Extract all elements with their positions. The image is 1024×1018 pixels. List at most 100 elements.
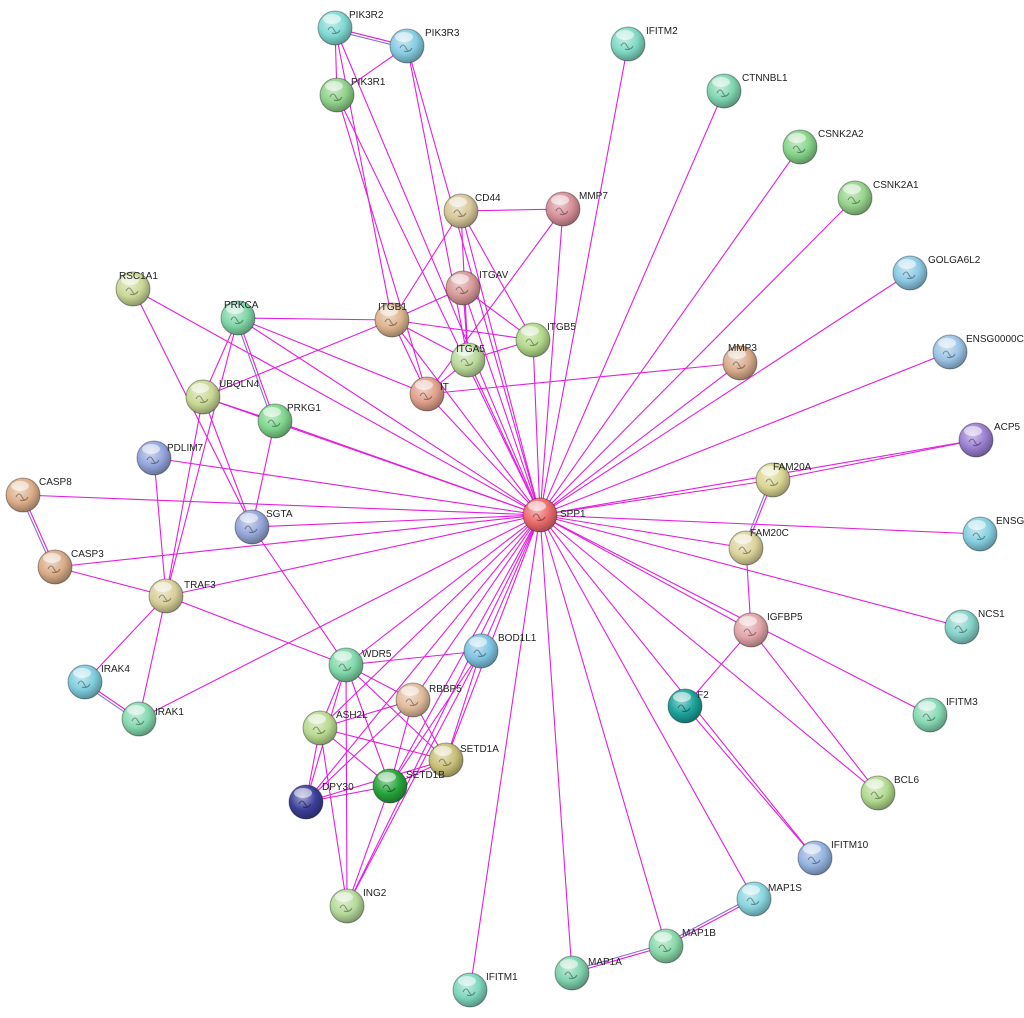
node-bod1l1[interactable]: BOD1L1 <box>463 633 537 669</box>
edge-spp1-ensg0000 <box>539 351 951 516</box>
edge-spp1-mmp7 <box>539 208 564 516</box>
node-sgta[interactable]: SGTA <box>234 509 293 545</box>
protein-structure-icon <box>438 758 452 767</box>
node-it[interactable]: IT <box>409 376 449 412</box>
node-prkca[interactable]: PRKCA <box>220 300 259 336</box>
node-outline <box>522 497 558 533</box>
node-label: FAM20C <box>750 528 789 539</box>
edge-spp1-igfbp5 <box>539 514 752 631</box>
node-outline <box>892 255 928 291</box>
edge-spp1-ifitm10 <box>539 514 816 859</box>
node-pik3r3[interactable]: PIK3R3 <box>389 28 460 64</box>
node-pik3r1[interactable]: PIK3R1 <box>319 77 386 113</box>
node-cd44[interactable]: CD44 <box>443 193 501 229</box>
node-casp8[interactable]: CASP8 <box>5 477 72 513</box>
node-prkg1[interactable]: PRKG1 <box>257 403 321 439</box>
node-highlight <box>127 705 145 715</box>
node-setd1a[interactable]: SETD1A <box>428 742 499 778</box>
node-highlight <box>654 932 672 942</box>
node-mmp7[interactable]: MMP7 <box>545 191 608 227</box>
node-ensg0000[interactable]: ENSG0000C <box>932 334 1024 370</box>
node-outline <box>782 129 818 165</box>
node-outline <box>450 342 486 378</box>
node-outline <box>932 334 968 370</box>
node-rsc1a1[interactable]: RSC1A1 <box>115 271 158 307</box>
node-outline <box>545 191 581 227</box>
node-ifitm10[interactable]: IFITM10 <box>797 840 869 876</box>
node-pik3r2[interactable]: PIK3R2 <box>317 10 384 46</box>
node-setd1b[interactable]: SETD1B <box>372 768 445 804</box>
node-ubqln4[interactable]: UBQLN4 <box>185 379 259 415</box>
edge-spp1-irak1 <box>138 514 541 720</box>
node-itgb5[interactable]: ITGB5 <box>515 322 576 358</box>
node-fam20a[interactable]: FAM20A <box>755 462 812 498</box>
node-itgb1[interactable]: ITGB1 <box>374 302 410 338</box>
node-spp1[interactable]: SPP1 <box>522 497 586 533</box>
protein-structure-icon <box>125 287 139 296</box>
node-outline <box>860 775 896 811</box>
node-wdr5[interactable]: WDR5 <box>328 647 392 683</box>
edge-spp1-casp3 <box>54 514 541 568</box>
node-outline <box>797 840 833 876</box>
edge-cd44-mmp7 <box>460 208 564 212</box>
node-map1a[interactable]: MAP1A <box>554 955 622 991</box>
node-highlight <box>308 714 326 724</box>
node-ifitm2[interactable]: IFITM2 <box>610 26 678 62</box>
edge-prkg1-sgta <box>251 420 276 528</box>
protein-structure-icon <box>968 438 982 447</box>
node-label: IRAK4 <box>101 664 130 675</box>
node-map1s[interactable]: MAP1S <box>736 881 802 917</box>
node-acp5[interactable]: ACP5 <box>958 422 1021 458</box>
edge-ubqln4-sgta <box>202 396 253 528</box>
node-highlight <box>739 616 757 626</box>
node-highlight <box>918 701 936 711</box>
node-golga6l2[interactable]: GOLGA6L2 <box>892 255 981 291</box>
node-itgav[interactable]: ITGAV <box>445 270 509 306</box>
node-label: CD44 <box>475 193 501 204</box>
edge-spp1-rsc1a1 <box>132 288 541 516</box>
node-irak1[interactable]: IRAK1 <box>121 701 184 737</box>
node-highlight <box>551 195 569 205</box>
node-csnk2a1[interactable]: CSNK2A1 <box>837 180 919 216</box>
node-ifitm3[interactable]: IFITM3 <box>912 697 978 733</box>
node-rbbp5[interactable]: RBBP5 <box>395 682 462 718</box>
protein-structure-icon <box>473 649 487 658</box>
node-casp3[interactable]: CASP3 <box>37 549 104 585</box>
node-irak4[interactable]: IRAK4 <box>67 664 130 700</box>
node-label: PRKG1 <box>287 403 321 414</box>
node-label: SETD1B <box>406 770 445 781</box>
node-label: RBBP5 <box>429 684 462 695</box>
edge-fam20a-acp5 <box>772 439 977 481</box>
edge-pik3r2-itgb1 <box>334 27 393 321</box>
protein-structure-icon <box>620 42 634 51</box>
node-outline <box>912 697 948 733</box>
node-ncs1[interactable]: NCS1 <box>944 609 1005 645</box>
node-fam20c[interactable]: FAM20C <box>728 528 789 566</box>
node-ash2l[interactable]: ASH2L <box>302 710 368 746</box>
edge-spp1-golga6l2 <box>539 272 911 516</box>
node-itga5[interactable]: ITGA5 <box>450 342 486 378</box>
node-highlight <box>434 746 452 756</box>
edge-spp1-pdlim7 <box>153 457 541 516</box>
node-outline <box>5 477 41 513</box>
node-highlight <box>121 275 139 285</box>
node-pdlim7[interactable]: PDLIM7 <box>136 440 204 476</box>
node-outline <box>648 928 684 964</box>
node-label: TRAF3 <box>184 580 216 591</box>
node-f2[interactable]: F2 <box>667 688 709 724</box>
node-ing2[interactable]: ING2 <box>329 888 387 924</box>
node-label: DPY30 <box>322 782 354 793</box>
node-ctnnbl1[interactable]: CTNNBL1 <box>706 73 788 109</box>
node-igfbp5[interactable]: IGFBP5 <box>733 612 803 648</box>
node-ifitm1[interactable]: IFITM1 <box>452 972 518 1008</box>
protein-structure-icon <box>460 358 474 367</box>
node-traf3[interactable]: TRAF3 <box>148 578 216 614</box>
edge-spp1-ctnnbl1 <box>539 90 725 516</box>
node-mmp3[interactable]: MMP3 <box>722 343 758 381</box>
node-ensg_b[interactable]: ENSG <box>962 516 1024 552</box>
node-dpy30[interactable]: DPY30 <box>288 782 354 820</box>
node-csnk2a2[interactable]: CSNK2A2 <box>782 129 864 165</box>
node-highlight <box>294 788 312 798</box>
node-map1b[interactable]: MAP1B <box>648 928 716 964</box>
node-bcl6[interactable]: BCL6 <box>860 775 919 811</box>
